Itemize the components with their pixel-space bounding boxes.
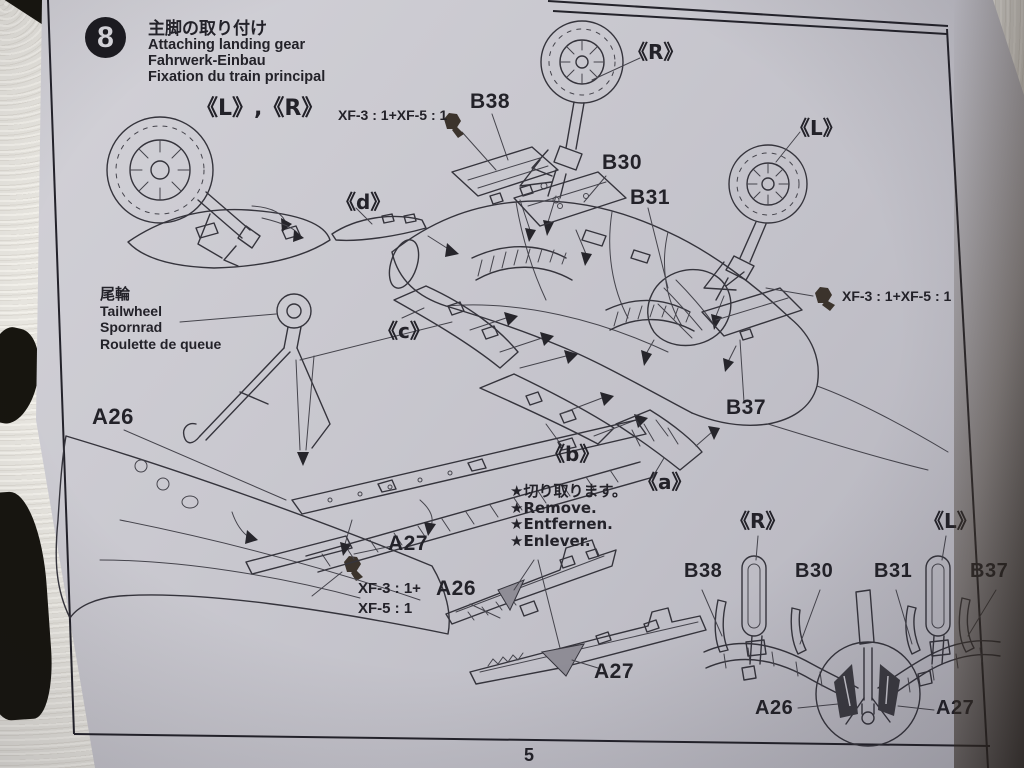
- left-wing-drawing: [55, 293, 651, 635]
- rear-label-b31: B31: [874, 560, 913, 582]
- part-label-a27-cut: A27: [594, 660, 635, 683]
- inset-wheel-drawing: [106, 116, 331, 269]
- step-title-french: Fixation du train principal: [148, 69, 326, 85]
- cut-parts-drawing: [445, 539, 707, 685]
- panel-b30-drawing: [513, 171, 627, 266]
- remove-ja: ★切り取ります。: [510, 482, 627, 500]
- paint-blob-icon-top: [444, 113, 464, 138]
- part-label-a26-cut: A26: [436, 577, 477, 600]
- rear-label-a26: A26: [755, 697, 794, 719]
- step-number: 8: [97, 20, 114, 54]
- panel-b37-drawing: [701, 287, 803, 372]
- paint-code-right: XF-3 : 1+XF-5 : 1: [842, 288, 952, 304]
- step-title-japanese: 主脚の取り付け: [148, 19, 267, 39]
- panel-b38-drawing: [451, 146, 559, 242]
- part-label-b38: B38: [470, 90, 511, 113]
- marker-a: 《a》: [638, 470, 692, 494]
- fuselage-drawing: [388, 200, 949, 471]
- panel-border: [47, 0, 991, 768]
- landing-gear-left-drawing: [703, 144, 808, 330]
- remove-note: ★切り取ります。 ★Remove. ★Entfernen. ★Enlever.: [510, 483, 627, 549]
- marker-b: 《b》: [545, 442, 600, 466]
- marker-l-top: 《L》: [790, 116, 843, 140]
- part-label-b31: B31: [630, 186, 671, 209]
- remove-de: ★Entfernen.: [510, 515, 613, 533]
- step-number-badge: 8: [85, 17, 126, 58]
- rear-label-a27: A27: [936, 697, 975, 719]
- rear-label-b38: B38: [684, 560, 723, 582]
- leader-lines-main: [179, 57, 814, 479]
- paint-code-top: XF-3 : 1+XF-5 : 1: [338, 107, 448, 123]
- marker-c: 《c》: [378, 319, 430, 343]
- part-label-b30: B30: [602, 151, 643, 174]
- paint-code-bottom-line1: XF-3 : 1+: [358, 580, 421, 597]
- inset-orientation-marker: 《L》,《R》: [196, 96, 324, 121]
- gear-door-a-drawing: [615, 409, 720, 471]
- remove-en: ★Remove.: [510, 498, 597, 517]
- gear-door-b-drawing: [479, 373, 648, 445]
- tailwheel-fr: Roulette de queue: [100, 335, 222, 352]
- step-title-german: Fahrwerk-Einbau: [148, 53, 266, 69]
- gear-door-c-drawing: [393, 285, 578, 369]
- part-label-b37: B37: [726, 396, 767, 419]
- page-number: 5: [524, 745, 535, 765]
- remove-fr: ★Enlever.: [510, 531, 591, 550]
- part-label-a26-wing: A26: [92, 404, 134, 429]
- rear-label-b37: B37: [970, 560, 1009, 582]
- rear-marker-l: 《L》: [924, 509, 977, 533]
- rear-label-b30: B30: [795, 560, 834, 582]
- tailwheel-en: Tailwheel: [100, 302, 162, 319]
- paint-blob-icon-bottom: [344, 556, 363, 581]
- marker-d: 《d》: [336, 190, 391, 214]
- part-label-a27-wing: A27: [388, 532, 429, 555]
- rear-marker-r: 《R》: [730, 509, 786, 533]
- paint-code-bottom-line2: XF-5 : 1: [358, 600, 413, 617]
- tailwheel-ja: 尾輪: [100, 285, 131, 303]
- marker-r-top: 《R》: [628, 40, 684, 64]
- gear-door-d-drawing: [331, 213, 459, 257]
- step-title-english: Attaching landing gear: [148, 37, 306, 53]
- paint-blob-icon-right: [815, 287, 835, 311]
- tailwheel-de: Spornrad: [100, 319, 163, 335]
- tailwheel-note: 尾輪 Tailwheel Spornrad Roulette de queue: [100, 286, 221, 352]
